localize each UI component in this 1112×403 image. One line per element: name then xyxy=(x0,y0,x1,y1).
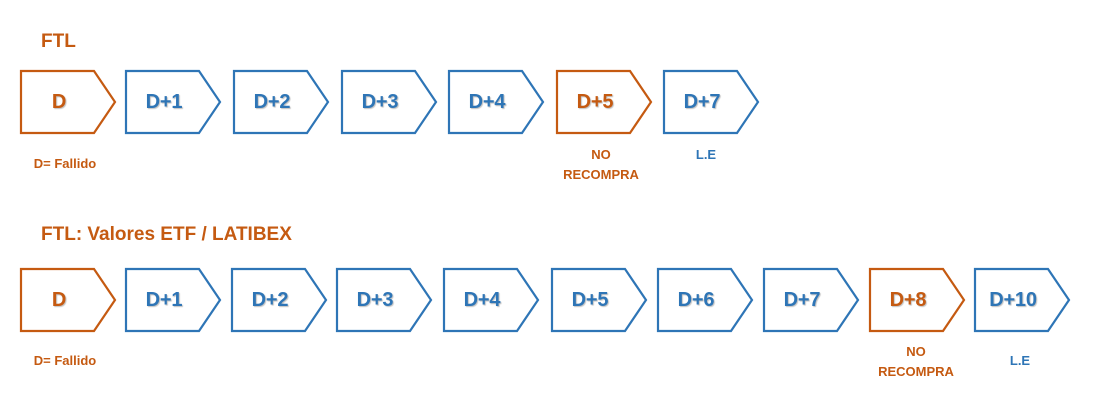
step-label: D+4 xyxy=(468,90,506,113)
chevron-outline xyxy=(124,69,222,135)
chevron-outline xyxy=(19,69,117,135)
step-label: D+1 xyxy=(145,288,183,311)
chevron-outline xyxy=(442,267,540,333)
step-chevron: D+6 xyxy=(656,267,754,333)
step-label: D+2 xyxy=(251,288,289,311)
step-label: D+6 xyxy=(677,288,715,311)
step-chevron: D+3 xyxy=(335,267,433,333)
chevron-shape xyxy=(442,267,540,333)
chevron-shape xyxy=(19,69,117,135)
note-no-recompra: NO RECOMPRA xyxy=(866,342,966,382)
chevron-shape xyxy=(662,69,760,135)
step-chevron: D+5 xyxy=(550,267,648,333)
chevron-outline xyxy=(662,69,760,135)
step-label: D+3 xyxy=(356,288,394,311)
chevron-outline xyxy=(973,267,1071,333)
chevron-outline xyxy=(230,267,328,333)
step-label: D+7 xyxy=(783,288,821,311)
note-line: RECOMPRA xyxy=(878,364,954,379)
chevron-shape xyxy=(124,267,222,333)
step-label: D+2 xyxy=(253,90,291,113)
step-label: D xyxy=(51,288,67,311)
section-2-title: FTL: Valores ETF / LATIBEX xyxy=(41,224,292,245)
chevron-outline xyxy=(124,267,222,333)
chevron-outline xyxy=(447,69,545,135)
step-label: D+1 xyxy=(145,90,183,113)
step-chevron: D+3 xyxy=(340,69,438,135)
step-chevron: D+2 xyxy=(230,267,328,333)
step-label: D xyxy=(51,90,67,113)
note-fallido: D= Fallido xyxy=(33,156,97,171)
chevron-shape xyxy=(124,69,222,135)
step-label: D+5 xyxy=(571,288,609,311)
note-line: RECOMPRA xyxy=(563,167,639,182)
chevron-outline xyxy=(340,69,438,135)
section-1-title: FTL xyxy=(41,31,76,52)
step-chevron: D+1 xyxy=(124,267,222,333)
chevron-shape xyxy=(550,267,648,333)
step-chevron: D+5 xyxy=(555,69,653,135)
chevron-shape xyxy=(555,69,653,135)
chevron-outline xyxy=(868,267,966,333)
step-chevron: D+4 xyxy=(447,69,545,135)
step-label: D+7 xyxy=(683,90,721,113)
chevron-shape xyxy=(762,267,860,333)
chevron-outline xyxy=(335,267,433,333)
note-line: NO xyxy=(591,147,611,162)
note-le: L.E xyxy=(1009,353,1031,368)
step-label: D+4 xyxy=(463,288,501,311)
chevron-shape xyxy=(230,267,328,333)
step-label: D+8 xyxy=(889,288,927,311)
step-chevron: D+10 xyxy=(973,267,1071,333)
note-line: NO xyxy=(906,344,926,359)
chevron-shape xyxy=(447,69,545,135)
step-chevron: D xyxy=(19,267,117,333)
chevron-shape xyxy=(340,69,438,135)
chevron-shape xyxy=(19,267,117,333)
chevron-outline xyxy=(555,69,653,135)
step-chevron: D+8 xyxy=(868,267,966,333)
step-label: D+10 xyxy=(989,288,1037,311)
chevron-outline xyxy=(232,69,330,135)
step-chevron: D+7 xyxy=(662,69,760,135)
chevron-outline xyxy=(550,267,648,333)
chevron-shape xyxy=(656,267,754,333)
step-label: D+5 xyxy=(576,90,614,113)
step-chevron: D+7 xyxy=(762,267,860,333)
step-chevron: D xyxy=(19,69,117,135)
chevron-outline xyxy=(656,267,754,333)
step-chevron: D+1 xyxy=(124,69,222,135)
step-chevron: D+2 xyxy=(232,69,330,135)
step-label: D+3 xyxy=(361,90,399,113)
step-chevron: D+4 xyxy=(442,267,540,333)
note-le: L.E xyxy=(695,147,717,162)
chevron-outline xyxy=(762,267,860,333)
chevron-shape xyxy=(335,267,433,333)
chevron-outline xyxy=(19,267,117,333)
note-fallido: D= Fallido xyxy=(33,353,97,368)
note-no-recompra: NO RECOMPRA xyxy=(551,145,651,185)
chevron-shape xyxy=(973,267,1071,333)
chevron-shape xyxy=(868,267,966,333)
chevron-shape xyxy=(232,69,330,135)
